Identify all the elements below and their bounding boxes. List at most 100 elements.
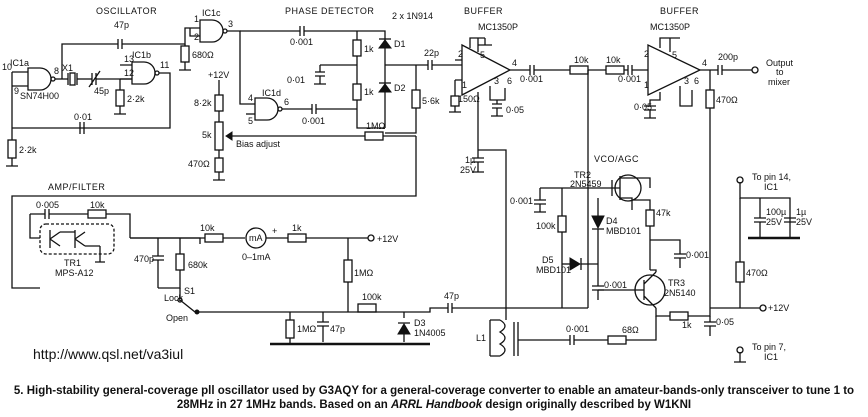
labels: OSCILLATOR PHASE DETECTOR BUFFER BUFFER … (2, 6, 812, 362)
buffer1-pin-2: 2 (458, 49, 463, 59)
c-0001-pd1-label: 0·001 (290, 37, 313, 47)
buffer1-pin-3: 3 (494, 76, 499, 86)
c-0001-vco-label: 0·001 (510, 196, 533, 206)
buffer2-pin-1: 1 (644, 80, 649, 90)
wiring (6, 19, 800, 363)
section-amp-filter-label: AMP/FILTER (48, 182, 105, 192)
pot-5k-label: 5k (202, 130, 212, 140)
supply-12v-amp-label: +12V (377, 234, 398, 244)
buffer2-pin-4: 4 (702, 58, 707, 68)
c-0001-osc-label: 0·01 (74, 112, 92, 122)
buffer1-pin-5: 5 (480, 50, 485, 60)
r-1k-pd2-label: 1k (364, 87, 374, 97)
caption-line-2-start: 28MHz in 27 1MHz bands. Based on an (176, 399, 391, 411)
c-1u-label: 1µ (465, 155, 475, 165)
r-680k-label: 680k (188, 260, 208, 270)
supply-12v-tr3-label: +12V (768, 303, 789, 313)
pin-12: 12 (124, 68, 134, 78)
c-45p-label: 45p (94, 86, 109, 96)
source-url[interactable]: http://www.qsl.net/va3iul (33, 346, 184, 362)
c-47p-vco-label: 47p (444, 291, 459, 301)
d4-part-label: MBD101 (606, 226, 641, 236)
output-to-label: to (776, 67, 784, 77)
r-100k-vco-label: 100k (536, 221, 556, 231)
l1-label: L1 (476, 333, 486, 343)
section-oscillator-label: OSCILLATOR (96, 6, 157, 16)
d1-label: D1 (394, 39, 406, 49)
tr3-label: TR3 (668, 278, 685, 288)
caption-line-2: 28MHz in 27 1MHz bands. Based on an ARRL… (0, 398, 868, 412)
meter-range-label: 0–1mA (242, 252, 271, 262)
buffer2-pin-5: 5 (672, 50, 677, 60)
x1-label: X1 (62, 63, 73, 73)
r-8k2-label: 8·2k (194, 98, 212, 108)
pin-4: 4 (248, 93, 253, 103)
output-mixer-label: mixer (768, 77, 790, 87)
s1-lock-label: Lock (164, 293, 184, 303)
pin-13: 13 (124, 54, 134, 64)
c-1u-voltage-label: 25V (460, 165, 476, 175)
buffer1-pin-1: 1 (462, 80, 467, 90)
r-2k2-left-label: 2·2k (19, 145, 37, 155)
buffer2-pin-3: 3 (684, 76, 689, 86)
section-phase-detector-label: PHASE DETECTOR (285, 6, 374, 16)
ic1b-label: IC1b (132, 50, 151, 60)
r-10k-b1-label: 10k (574, 55, 589, 65)
r-470-out-label: 470Ω (716, 95, 738, 105)
d3-part-label: 1N4005 (414, 328, 446, 338)
c-1u-r-label: 1µ (796, 207, 806, 217)
ic1a-part-label: SN74H00 (20, 91, 59, 101)
supply-12v-top-label: +12V (208, 70, 229, 80)
tr3-part-label: 2N5140 (664, 288, 696, 298)
buffer1-pin-4: 4 (512, 58, 517, 68)
mc1350p-1-label: MC1350P (478, 22, 518, 32)
buffer1-pin-6: 6 (507, 76, 512, 86)
caption-line-2-end: design originally described by W1KNI (482, 399, 692, 411)
ic1a-label: IC1a (10, 58, 29, 68)
caption-line-1: 5. High-stability general-coverage pll o… (13, 385, 855, 397)
c-0005-amp-label: 0·005 (36, 200, 59, 210)
c-470p-amp-label: 470p (134, 254, 154, 264)
c-47p-osc-label: 47p (114, 20, 129, 30)
c-005-b1-label: 0·05 (506, 105, 524, 115)
c-005-tr3-label: 0·05 (716, 317, 734, 327)
pin-11: 11 (160, 60, 169, 70)
r-10k-amp-label: 10k (90, 200, 105, 210)
pin-3: 3 (228, 19, 233, 29)
c-0001-b2-label: 0·001 (618, 74, 641, 84)
bias-adjust-label: Bias adjust (236, 139, 281, 149)
output-label: Output (766, 58, 794, 68)
pin-10: 10 (2, 62, 12, 72)
pin7-label: To pin 7, (752, 342, 786, 352)
pin-8: 8 (54, 66, 59, 76)
mc1350p-2-label: MC1350P (650, 22, 690, 32)
d1-d2-part-label: 2 x 1N914 (392, 11, 433, 21)
r-5k6-label: 5·6k (422, 96, 440, 106)
ic1d-label: IC1d (262, 88, 281, 98)
c-0001-l1-label: 0·001 (566, 324, 589, 334)
c-200p-label: 200p (718, 52, 738, 62)
tr1-label: TR1 (64, 258, 81, 268)
r-470-bias-label: 470Ω (188, 159, 210, 169)
c-0001-pd2-label: 0·001 (302, 116, 325, 126)
r-150-label: 150Ω (458, 94, 480, 104)
r-2k2-osc-label: 2·2k (127, 94, 145, 104)
pin-5: 5 (248, 116, 253, 126)
s1-label: S1 (184, 286, 195, 296)
r-10k-b2-label: 10k (606, 55, 621, 65)
section-vco-agc-label: VCO/AGC (594, 154, 639, 164)
d5-label: D5 (542, 255, 554, 265)
d5-part-label: MBD101 (536, 265, 571, 275)
r-100k-label: 100k (362, 292, 382, 302)
figure-caption: 5. High-stability general-coverage pll o… (0, 384, 868, 412)
r-1m-bias-label: 1MΩ (366, 121, 386, 131)
c-001-pd-label: 0·01 (287, 75, 305, 85)
c-0001-vco3-label: 0·001 (604, 280, 627, 290)
caption-book-title: ARRL Handbook (390, 399, 483, 411)
buffer2-pin-6: 6 (694, 76, 699, 86)
c-47p-bot-label: 47p (330, 324, 345, 334)
pin14-ic-label: IC1 (764, 182, 778, 192)
r-68-label: 68Ω (622, 325, 639, 335)
pin-1: 1 (194, 14, 199, 24)
